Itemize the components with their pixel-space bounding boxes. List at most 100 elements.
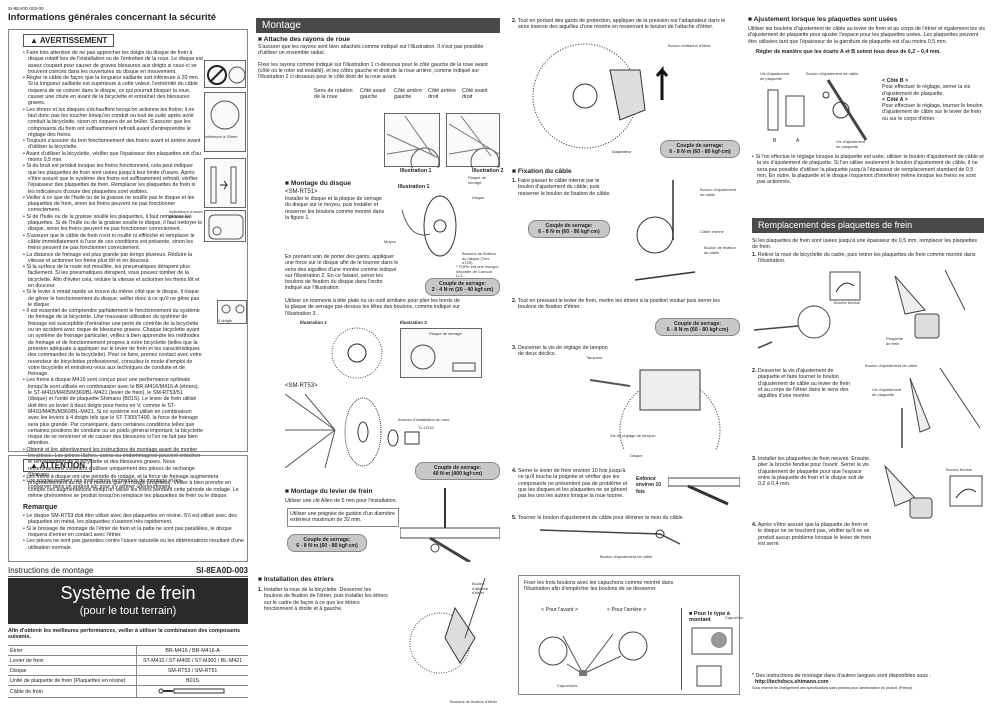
cover-title: Système de frein	[60, 583, 196, 603]
lever-section: Montage du levier de frein Utiliser une …	[285, 488, 425, 504]
torque-badge-adapter: Couple de serrage: 6 - 8 N·m (60 - 80 kg…	[660, 140, 740, 158]
warning-icon: ▲	[30, 36, 40, 45]
gap-illustration	[756, 70, 876, 150]
component-name: Disque	[8, 665, 137, 676]
list-item: Si le bossage de montage de l'étrier de …	[23, 526, 245, 539]
list-item: Si la surface de la route est mouillée, …	[23, 264, 203, 289]
disc-tighten-illustration	[330, 326, 384, 380]
torque-badge-caliper: Couple de serrage: 6 - 8 N·m (60 - 80 kg…	[655, 318, 740, 336]
wear-indicator-illustration	[204, 210, 246, 242]
list-item: Veiller à ce que de l'huile ou de la gra…	[23, 195, 203, 214]
caliper-illustration	[405, 577, 500, 698]
component-model	[136, 685, 248, 698]
torque-badge-lever: Couple de serrage: 6 - 8 N·m (60 - 80 kg…	[287, 534, 367, 552]
caps-illustration	[523, 616, 673, 684]
warning-icon: ▲	[30, 461, 40, 470]
list-item: Les freins à disque M416 sont conçus pou…	[23, 377, 203, 446]
note-label: Remarque	[23, 504, 58, 512]
caps-box: Fixer les trois boulons avec les capucho…	[518, 575, 743, 695]
montage-header: Montage	[256, 18, 500, 33]
adapter-illustration	[530, 40, 669, 150]
list-item: Les pièces ne sont pas garanties contre …	[23, 538, 245, 551]
disc-mount-illustration	[400, 190, 470, 260]
adjust-note: Si l'on effectue le réglage lorsque la p…	[752, 154, 984, 185]
torque-badge-rt53: Couple de serrage: 40 N·m (400 kgf·cm)	[415, 462, 500, 480]
caution-list: Les freins à disque ont une période de r…	[23, 474, 245, 499]
combination-intro: Afin d'obtenir les meilleures performanc…	[8, 628, 241, 641]
caution-box: ▲ ATTENTION Les freins à disque ont une …	[8, 455, 248, 562]
post-mount-illustration	[691, 626, 737, 690]
rt53-illustration	[284, 393, 425, 469]
list-item: S'assurer que le câble de frein n'est ni…	[23, 233, 203, 252]
cable-section: Fixation du câble 1. Faire passer le câb…	[512, 168, 612, 197]
list-item: Si le levier à retrait rapide se trouve …	[23, 289, 203, 308]
cable-icon	[158, 688, 225, 693]
spokes-illustration-1	[384, 113, 440, 177]
finger-lever-illustration: 4 doigts	[217, 300, 247, 324]
disc-section: Montage du disque <SM-RT51> Installer le…	[285, 180, 385, 221]
torque-badge-cable: Couple de serrage: 6 - 8 N·m (60 - 80 kg…	[528, 220, 610, 238]
spokes-section: Attache des rayons de roue S'assurer que…	[258, 36, 500, 80]
lever-illustration	[399, 488, 501, 564]
note-list: Le disque SM-RT53 doit être utilisé avec…	[23, 513, 245, 551]
footnote: * Des instructions de montage dans d'aut…	[752, 673, 987, 691]
torque-badge-disc: Couple de serrage: 2 - 4 N·m (20 - 40 kg…	[425, 278, 500, 296]
component-name: Câble de frein	[8, 685, 137, 698]
list-item: Si du bruit est produit lorsque les frei…	[23, 163, 203, 194]
caution-label: ▲ ATTENTION	[23, 459, 93, 472]
list-item: Les freins à disque ont une période de r…	[23, 474, 245, 499]
list-item: Régler le câble de façon que la longueur…	[23, 75, 203, 106]
warning-label: ▲ AVERTISSEMENT	[23, 34, 115, 47]
press-10-times-label: Enfoncé environ 10 fois	[636, 476, 662, 495]
cover-subtitle: (pour le tout terrain)	[79, 605, 177, 617]
list-item: Il est essentiel de comprendre parfaitem…	[23, 308, 203, 377]
component-name: Unité de plaquette de frein (Plaquettes …	[8, 675, 137, 686]
list-item: Si de l'huile ou de la graisse souille l…	[23, 214, 203, 233]
pad-removal-illustration	[752, 270, 872, 352]
warning-box: ▲ AVERTISSEMENT Faire très attention de …	[8, 29, 248, 490]
list-item: La distance de freinage est plus grande …	[23, 252, 203, 265]
component-model: ST-M410 / ST-M405 / ST-M360 / BL-M421	[136, 655, 248, 666]
lever-squeeze-illustration	[667, 464, 741, 508]
table-row: Câble de frein	[8, 685, 248, 698]
no-fingers-illustration	[204, 60, 246, 88]
handlebar-note-box: Utiliser une poignée de guidon d'un diam…	[287, 508, 399, 527]
table-row: Unité de plaquette de frein (Plaquettes …	[8, 675, 248, 686]
component-name: Levier de frein	[8, 655, 137, 666]
adjust-screw-illustration	[900, 367, 985, 452]
step-2-adapter: 2. Tout en portant des gants de protecti…	[512, 18, 726, 31]
warning-list: Faire très attention de ne pas approcher…	[23, 50, 203, 491]
cable-adjust-illustration	[539, 524, 720, 554]
list-item: Le disque SM-RT53 doit être utilisé avec…	[23, 513, 245, 526]
pad-out-illustration	[885, 269, 975, 350]
component-model: BR-M416 / BR-M416-A	[136, 645, 248, 656]
list-item: Les étriers et les disques s'échauffent …	[23, 107, 203, 138]
new-pad-illustration	[880, 458, 985, 520]
rotation-labels: Sens de rotation de la roue Côté avant g…	[314, 88, 488, 101]
safety-title: Informations générales concernant la séc…	[8, 12, 217, 23]
spokes-illustration-2	[446, 113, 500, 177]
divider	[681, 608, 682, 690]
list-item: Toujours s'assurer du bon fonctionnement…	[23, 138, 203, 151]
adjust-section: Ajustement lorsque les plaquettes sont u…	[748, 16, 986, 55]
pad-thickness-illustration	[204, 158, 246, 208]
doc-code: SI-8EA0D-003-00	[8, 6, 44, 11]
techdocs-link[interactable]: http://techdocs.shimano.com	[755, 679, 829, 686]
component-model: B01S	[136, 675, 248, 686]
caliper-section: Installation des étriers 1. Installer la…	[258, 576, 388, 612]
component-model: SM-RT53 / SM-RT51	[136, 665, 248, 676]
component-name: Étrier	[8, 645, 137, 656]
list-item: Avant d'utiliser la bicyclette, vérifier…	[23, 151, 203, 164]
side-instructions: < Côté B > Pour effectuer le réglage, se…	[882, 78, 983, 122]
list-item: Faire très attention de ne pas approcher…	[23, 50, 203, 75]
cable-length-illustration: Inférieure à 20mm	[204, 92, 246, 152]
cable-illustration	[625, 180, 697, 288]
plate-bend-illustration: Plaque de serrage	[400, 328, 482, 378]
cover-banner: Système de frein (pour le tout terrain)	[8, 578, 248, 624]
replacement-header: Remplacement des plaquettes de frein	[752, 218, 984, 233]
